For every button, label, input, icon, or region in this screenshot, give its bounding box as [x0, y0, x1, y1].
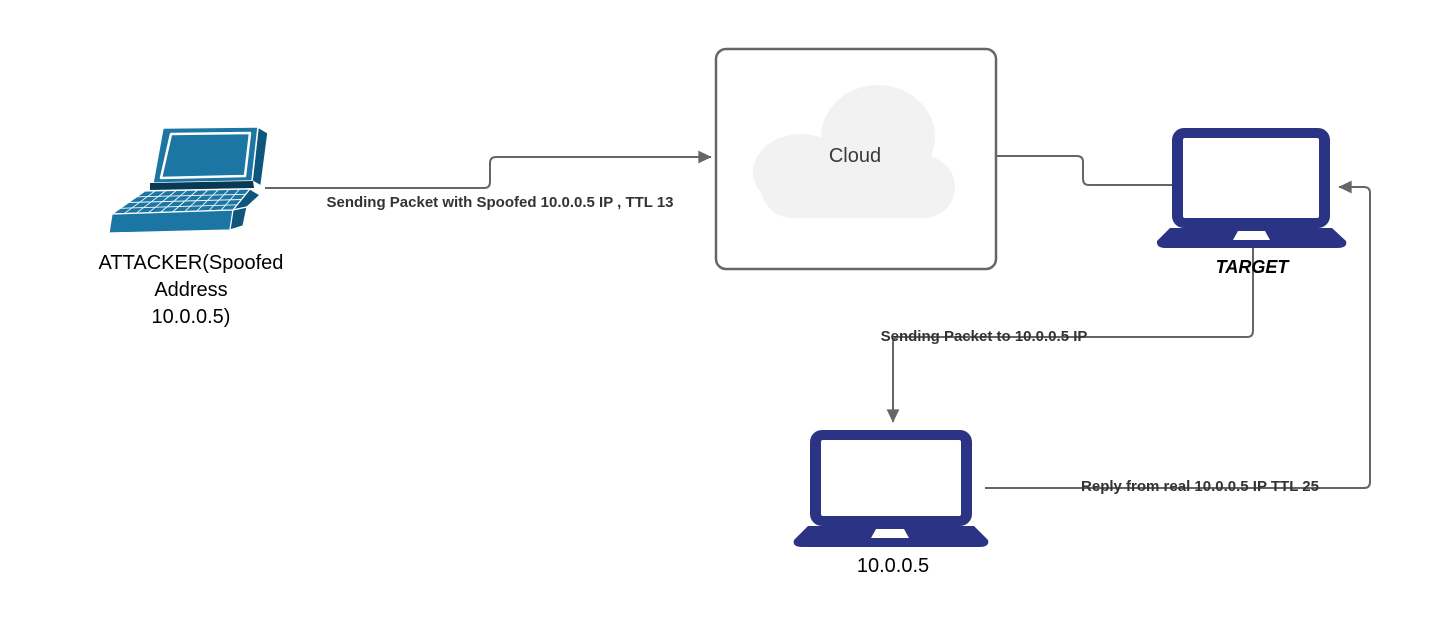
edge-packet-to-real-arrow	[886, 246, 1254, 423]
attacker-laptop-icon	[108, 126, 269, 234]
real-host-laptop-icon	[793, 430, 989, 547]
edge-label-spoofed-packet: Sending Packet with Spoofed 10.0.0.5 IP …	[326, 194, 674, 211]
cloud-shape-icon	[753, 85, 955, 218]
edge-label-packet-to-real: Sending Packet to 10.0.0.5 IP	[880, 328, 1088, 345]
real-host-label: 10.0.0.5	[856, 555, 930, 577]
cloud-box	[714, 47, 998, 271]
cloud-label: Cloud	[828, 145, 882, 167]
edge-label-reply: Reply from real 10.0.0.5 IP TTL 25	[1081, 478, 1319, 495]
edge-spoofed-packet-arrow	[265, 150, 712, 189]
target-label: TARGET	[1215, 257, 1289, 277]
target-laptop-icon	[1156, 128, 1347, 248]
edge-cloud-to-target-line	[996, 155, 1173, 186]
attacker-label: ATTACKER(Spoofed Address 10.0.0.5)	[98, 252, 284, 328]
edge-reply-arrow	[985, 180, 1371, 489]
